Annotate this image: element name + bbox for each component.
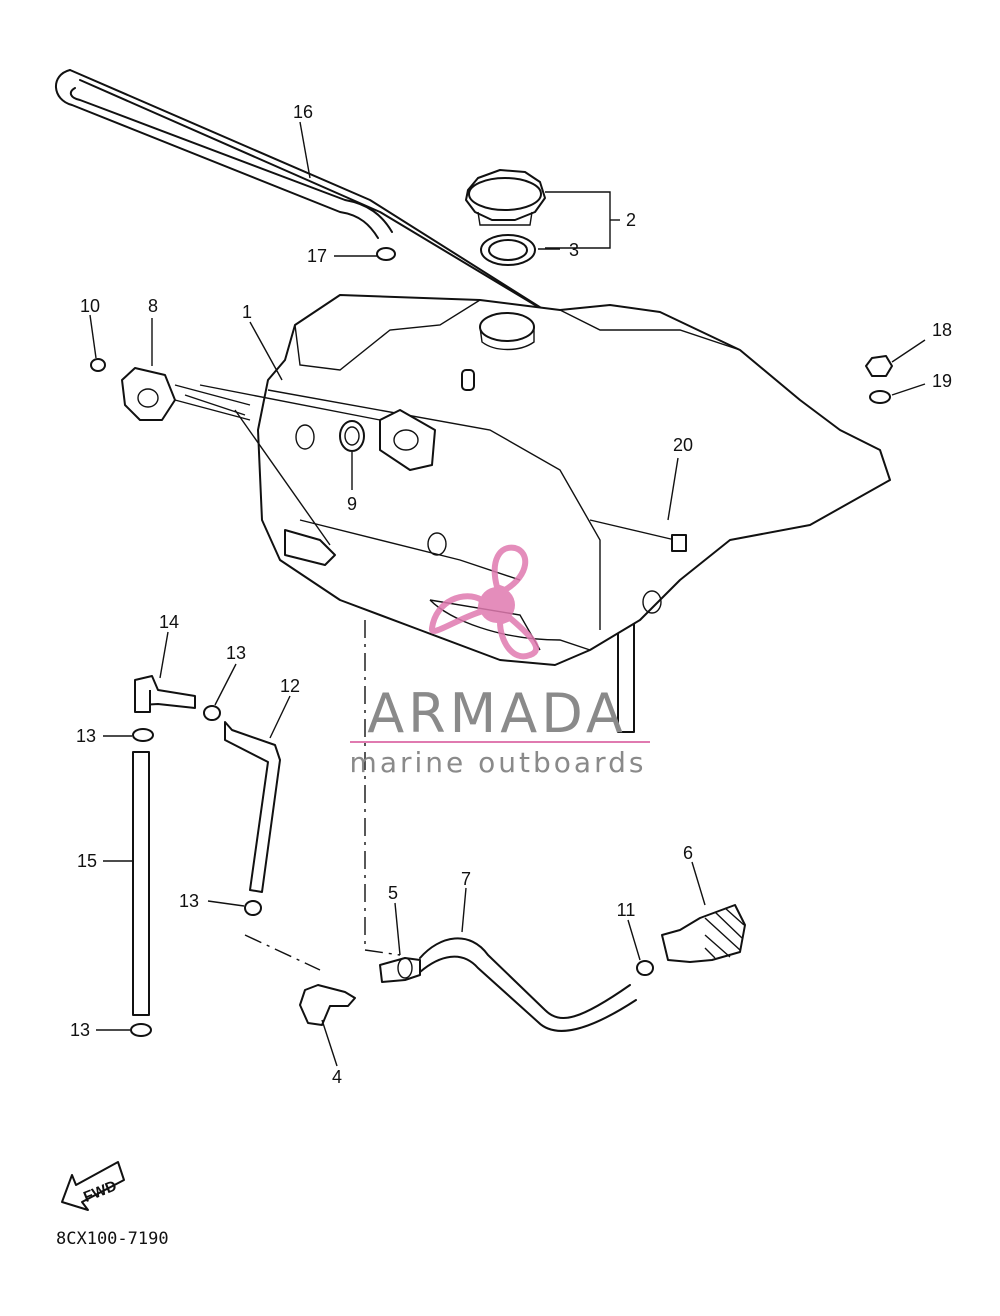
callout-6: 6: [683, 843, 693, 863]
logo-blade-top: [491, 544, 529, 594]
screw-10: [90, 358, 106, 372]
logo-blade-right: [496, 614, 539, 660]
elbow-joint-4: [299, 984, 356, 1026]
callout-20: 20: [673, 435, 693, 455]
callout-1: 1: [242, 302, 252, 322]
cap-gasket-3: [480, 234, 536, 266]
gauge-mount: [379, 409, 436, 471]
fuel-tank-1: [257, 294, 891, 666]
callout-12: 12: [280, 676, 300, 696]
callout-19: 19: [932, 371, 952, 391]
hose-12: [224, 721, 281, 893]
callout-17: 17: [307, 246, 327, 266]
logo-blade-left: [429, 593, 486, 634]
grommet-9: [339, 420, 365, 452]
callout-13-middle: 13: [179, 891, 199, 911]
watermark-title: ARMADA: [367, 682, 627, 745]
callout-13-top-left: 13: [76, 726, 96, 746]
forward-direction-arrow: FWD: [61, 1161, 125, 1211]
callout-11: 11: [617, 900, 636, 920]
nut-18: [865, 355, 893, 377]
washer-19: [869, 390, 891, 404]
callout-3: 3: [569, 240, 579, 260]
hose-clip-13-middle: [244, 900, 262, 916]
callout-8: 8: [148, 296, 158, 316]
logo-hub: [479, 587, 515, 623]
callout-10: 10: [80, 296, 100, 316]
callout-16: 16: [293, 102, 313, 122]
hose-clip-13-upper: [203, 705, 221, 721]
fuel-hose-7: [419, 937, 637, 1032]
callout-2: 2: [626, 210, 636, 230]
connection-line-a: [244, 934, 321, 971]
connection-line-b: [364, 620, 401, 956]
bracket-20: [589, 519, 687, 552]
fuel-sender-8: [121, 367, 381, 566]
connector-5: [379, 957, 421, 983]
leader-lines: [89, 121, 926, 1067]
callout-13-upper: 13: [226, 643, 246, 663]
watermark-subtitle: marine outboards: [350, 746, 647, 779]
callout-5: 5: [388, 883, 398, 903]
callout-18: 18: [932, 320, 952, 340]
callout-14: 14: [159, 612, 179, 632]
hose-clip-17: [376, 247, 396, 261]
callout-13-bottom: 13: [70, 1020, 90, 1040]
callout-15: 15: [77, 851, 97, 871]
callout-9: 9: [347, 494, 357, 514]
hose-clip-11: [636, 960, 654, 976]
callout-4: 4: [332, 1067, 342, 1087]
hose-clip-13-top-left: [132, 728, 154, 742]
diagram-code: 8CX100-7190: [56, 1229, 169, 1249]
hose-15: [132, 751, 150, 1016]
armada-logo: [429, 544, 539, 660]
elbow-fitting-14: [134, 675, 196, 713]
filler-cap-2: [465, 169, 546, 226]
callout-7: 7: [461, 869, 471, 889]
hose-clip-13-bottom: [130, 1023, 152, 1037]
fuel-filter-6: [661, 904, 746, 963]
